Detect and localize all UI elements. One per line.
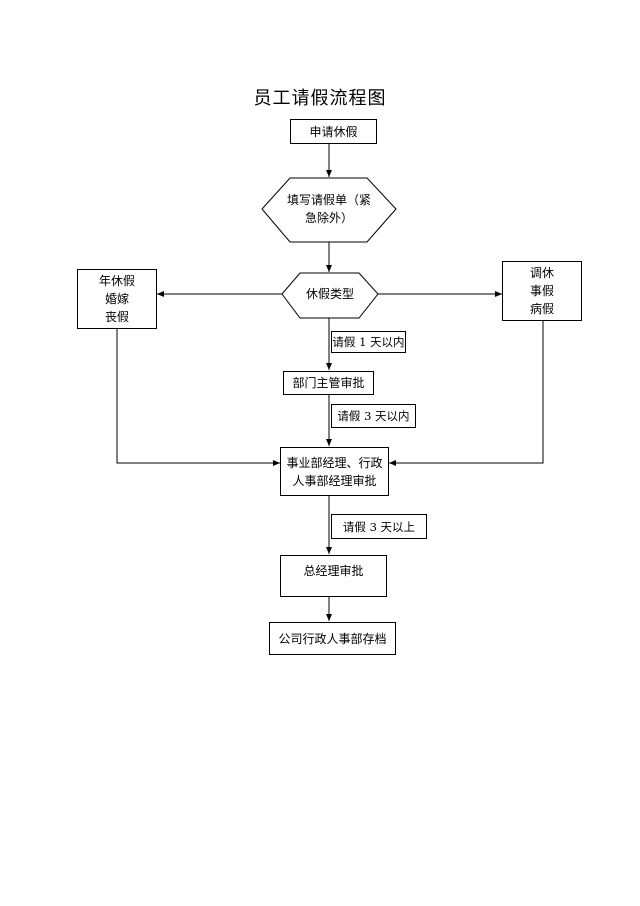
page-title: 员工请假流程图 (253, 88, 387, 109)
condition-within-3-days: 请假 3 天以内 (331, 404, 416, 428)
apply-node: 申请休假 (290, 119, 377, 144)
archive-node: 公司行政人事部存档 (269, 622, 396, 655)
general-manager-node: 总经理审批 (280, 555, 387, 597)
condition-over-3-days: 请假 3 天以上 (331, 514, 427, 539)
left-leave-types-node: 年休假 婚嫁 丧假 (77, 269, 157, 329)
fill-form-hexagon (261, 177, 397, 243)
leave-type-label: 休假类型 (305, 287, 354, 301)
arrow-left-to-biz (116, 329, 280, 466)
arrow-right-to-biz (389, 321, 544, 466)
dept-manager-node: 部门主管审批 (283, 371, 374, 395)
biz-hr-manager-node: 事业部经理、行政 人事部经理审批 (280, 447, 389, 496)
fill-form-label: 填写请假单（紧 急除外） (286, 193, 371, 225)
right-leave-types-node: 调休 事假 病假 (502, 261, 582, 321)
condition-within-1-day: 请假 1 天以内 (331, 331, 406, 353)
